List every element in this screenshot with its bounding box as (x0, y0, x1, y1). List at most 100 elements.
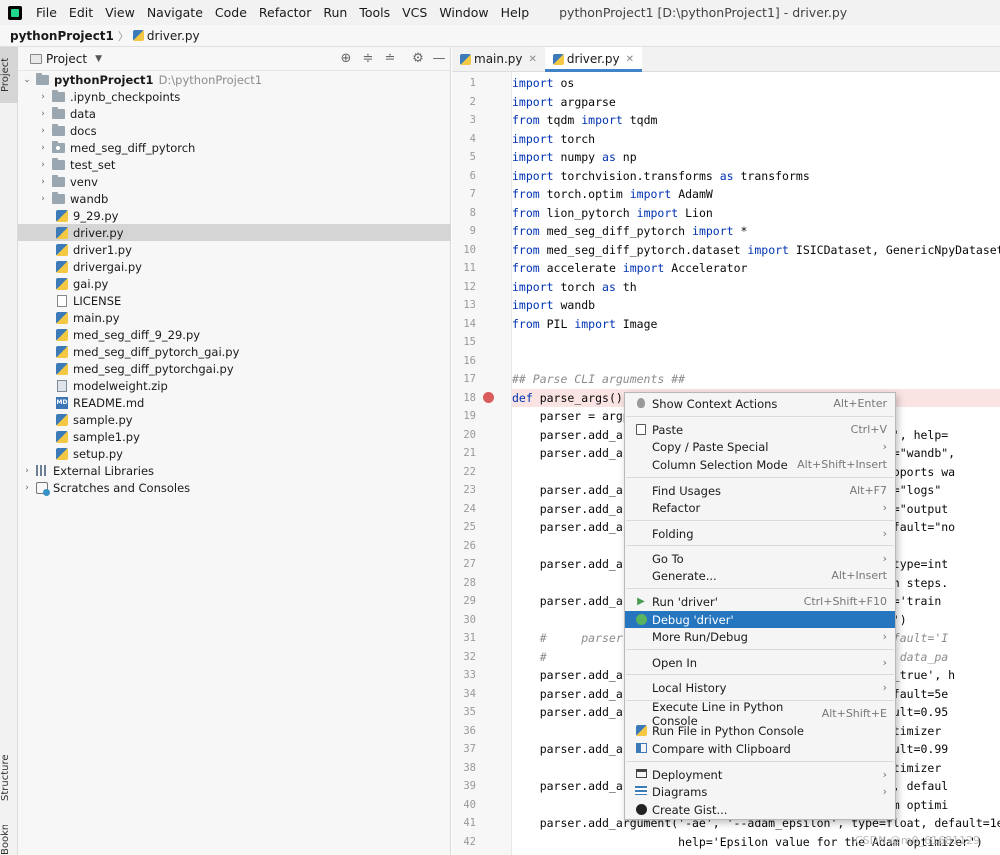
code-line[interactable]: from lion_pytorch import Lion (512, 205, 713, 220)
chevron-right-icon[interactable]: › (25, 465, 29, 476)
code-line[interactable]: from tqdm import tqdm (512, 113, 658, 127)
menu-paste[interactable]: Paste Ctrl+V (625, 421, 895, 438)
menu-view[interactable]: View (105, 5, 135, 20)
hide-panel-icon[interactable]: — (432, 51, 446, 66)
code-line[interactable]: from accelerate import Accelerator (512, 261, 748, 275)
menu-run-file-python-console[interactable]: Run File in Python Console (625, 722, 895, 739)
menu-help[interactable]: Help (500, 5, 530, 20)
code-line[interactable]: from PIL import Image (512, 316, 658, 331)
chevron-right-icon[interactable]: › (41, 142, 45, 153)
tree-external-libraries[interactable]: ›External Libraries (18, 462, 451, 479)
tab-main-py[interactable]: main.py ✕ (452, 47, 545, 71)
code-line[interactable]: import wandb (512, 298, 596, 312)
locate-file-icon[interactable]: ⊕ (340, 51, 352, 66)
chevron-down-icon[interactable]: ▼ (95, 53, 102, 64)
tree-file[interactable]: drivergai.py (18, 258, 451, 275)
tree-file[interactable]: driver1.py (18, 241, 451, 258)
project-panel-title[interactable]: Project (46, 51, 88, 66)
menu-refactor[interactable]: Refactor › (652, 500, 887, 515)
tree-file[interactable]: med_seg_diff_pytorchgai.py (18, 360, 451, 377)
close-icon[interactable]: ✕ (528, 53, 537, 65)
menu-code[interactable]: Code (214, 5, 247, 20)
code-line[interactable]: ## Parse CLI arguments ## (512, 372, 686, 386)
menu-local-history[interactable]: Local History › (652, 680, 887, 695)
tree-folder[interactable]: ›docs (18, 122, 451, 139)
code-line[interactable] (512, 333, 1000, 352)
tree-folder[interactable]: ›venv (18, 173, 451, 190)
chevron-right-icon[interactable]: › (41, 159, 45, 170)
menu-generate[interactable]: Generate... Alt+Insert (652, 568, 887, 583)
tree-folder[interactable]: ›wandb (18, 190, 451, 207)
tool-tab-bookmarks[interactable]: Bookmarks (0, 825, 11, 855)
tree-file[interactable]: gai.py (18, 275, 451, 292)
tree-file[interactable]: med_seg_diff_pytorch_gai.py (18, 343, 451, 360)
chevron-right-icon[interactable]: › (41, 91, 45, 102)
menu-copy-paste-special[interactable]: Copy / Paste Special › (652, 439, 887, 454)
chevron-down-icon[interactable]: ⌄ (23, 74, 31, 85)
tree-file-selected[interactable]: driver.py (18, 224, 451, 241)
menu-more-run-debug[interactable]: More Run/Debug › (652, 629, 887, 644)
tree-scratches[interactable]: ›Scratches and Consoles (18, 479, 451, 496)
code-line[interactable]: import torch as th (512, 279, 637, 294)
breadcrumb-file[interactable]: driver.py (146, 28, 200, 43)
tree-file[interactable]: med_seg_diff_9_29.py (18, 326, 451, 343)
menu-window[interactable]: Window (439, 5, 489, 20)
menu-deployment[interactable]: Deployment › (625, 766, 895, 783)
breadcrumb-project[interactable]: pythonProject1 (10, 28, 114, 43)
expand-all-icon[interactable]: ≑ (362, 51, 374, 66)
menu-folding[interactable]: Folding › (652, 526, 887, 541)
collapse-all-icon[interactable]: ≐ (384, 51, 396, 66)
menu-create-gist[interactable]: Create Gist... (625, 801, 895, 818)
tree-folder[interactable]: ›.ipynb_checkpoints (18, 88, 451, 105)
tree-file[interactable]: 9_29.py (18, 207, 451, 224)
code-line[interactable]: from med_seg_diff_pytorch.dataset import… (512, 242, 1000, 257)
tree-file[interactable]: setup.py (18, 445, 451, 462)
code-line[interactable]: from med_seg_diff_pytorch import * (512, 224, 748, 238)
code-line[interactable]: import numpy as np (512, 150, 637, 164)
menu-open-in[interactable]: Open In › (652, 655, 887, 670)
menu-navigate[interactable]: Navigate (146, 5, 203, 20)
tree-file[interactable]: sample.py (18, 411, 451, 428)
code-line[interactable] (512, 352, 1000, 371)
menu-find-usages[interactable]: Find Usages Alt+F7 (652, 483, 887, 498)
menu-tools[interactable]: Tools (359, 5, 391, 20)
code-line[interactable]: parser = argp (512, 409, 630, 423)
code-line[interactable]: from torch.optim import AdamW (512, 187, 713, 201)
menu-refactor[interactable]: Refactor (258, 5, 312, 20)
tree-folder[interactable]: ›med_seg_diff_pytorch (18, 139, 451, 156)
close-icon[interactable]: ✕ (625, 53, 635, 65)
tree-file[interactable]: LICENSE (18, 292, 451, 309)
menu-go-to[interactable]: Go To › (652, 551, 887, 566)
tool-tab-project[interactable]: Project (0, 47, 18, 103)
menu-run[interactable]: Run (323, 5, 348, 20)
menu-execute-line-python-console[interactable]: Execute Line in Python Console Alt+Shift… (652, 699, 887, 728)
tree-root[interactable]: ⌄ pythonProject1 D:\pythonProject1 (18, 71, 451, 88)
menu-compare-with-clipboard[interactable]: Compare with Clipboard (625, 740, 895, 757)
tab-driver-py[interactable]: driver.py ✕ (544, 47, 643, 72)
code-line[interactable]: help='Epsilon value for the Adam optimiz… (512, 834, 983, 849)
menu-debug-driver[interactable]: Debug 'driver' (625, 611, 895, 628)
code-line[interactable]: import argparse (512, 94, 616, 109)
breakpoint-icon[interactable] (483, 392, 494, 403)
chevron-right-icon[interactable]: › (41, 108, 45, 119)
chevron-right-icon[interactable]: › (25, 482, 29, 493)
chevron-right-icon[interactable]: › (41, 193, 45, 204)
menu-show-context-actions[interactable]: Show Context Actions Alt+Enter (625, 395, 895, 412)
gear-icon[interactable]: ⚙ (412, 51, 424, 66)
menu-column-selection-mode[interactable]: Column Selection Mode Alt+Shift+Insert (652, 457, 887, 472)
tree-folder[interactable]: ›data (18, 105, 451, 122)
chevron-right-icon[interactable]: › (41, 176, 45, 187)
menu-edit[interactable]: Edit (68, 5, 94, 20)
code-line[interactable]: import torchvision.transforms as transfo… (512, 168, 810, 183)
menu-run-driver[interactable]: ▶ Run 'driver' Ctrl+Shift+F10 (625, 593, 895, 610)
tree-folder[interactable]: ›test_set (18, 156, 451, 173)
tool-tab-structure[interactable]: Structure (0, 754, 11, 802)
tree-file[interactable]: sample1.py (18, 428, 451, 445)
code-line[interactable]: parser.add_ar oat, default=5e (539, 686, 949, 701)
chevron-right-icon[interactable]: › (41, 125, 45, 136)
menu-diagrams[interactable]: Diagrams › (625, 783, 895, 800)
menu-file[interactable]: File (36, 5, 57, 20)
